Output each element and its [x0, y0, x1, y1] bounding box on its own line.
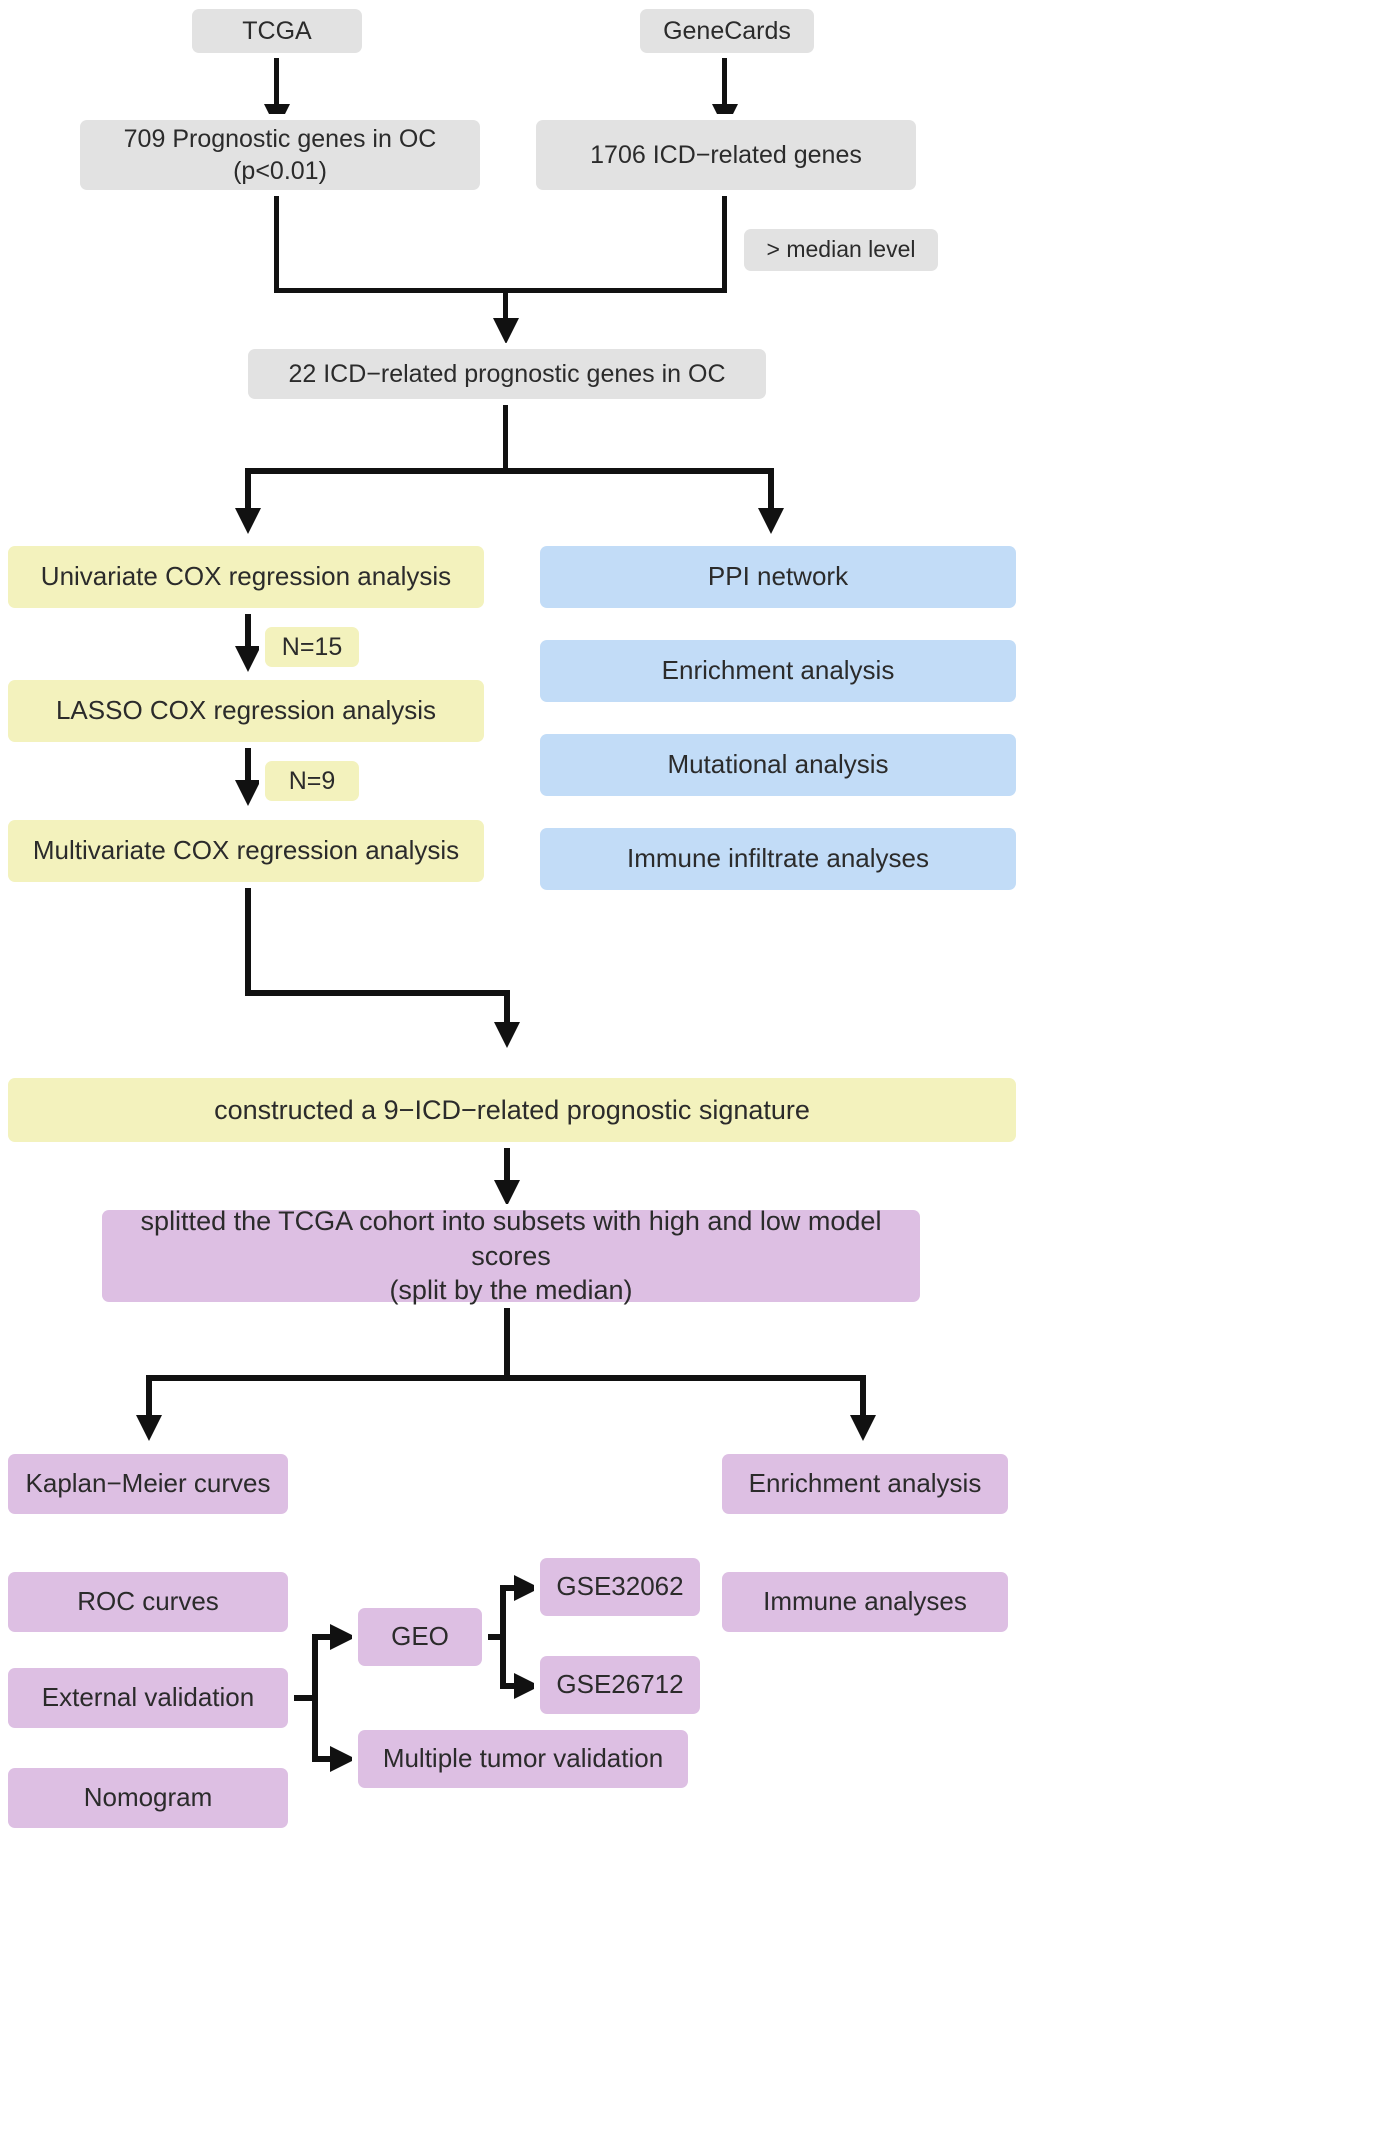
connector-line — [722, 190, 727, 292]
connector-line — [274, 190, 279, 292]
node-enrichment-analysis-top[interactable]: Enrichment analysis — [540, 640, 1016, 702]
node-geo[interactable]: GEO — [358, 1608, 482, 1666]
connector-line — [504, 990, 510, 1030]
connector-line — [245, 742, 251, 794]
node-ppi-network[interactable]: PPI network — [540, 546, 1016, 608]
connector-arrow — [235, 508, 261, 534]
node-immune-infiltrate-analyses[interactable]: Immune infiltrate analyses — [540, 828, 1016, 890]
node-median-level[interactable]: > median level — [744, 229, 938, 271]
connector-line — [245, 882, 251, 996]
node-split-cohort[interactable]: splitted the TCGA cohort into subsets wi… — [102, 1206, 920, 1305]
connector-line — [245, 608, 251, 660]
connector-arrow — [330, 1746, 356, 1772]
connector-line — [146, 1375, 152, 1423]
connector-line — [482, 1634, 504, 1640]
connector-line — [504, 1302, 510, 1380]
connector-line — [146, 1375, 866, 1381]
node-genecards[interactable]: GeneCards — [640, 9, 814, 53]
node-kaplan-meier-curves[interactable]: Kaplan−Meier curves — [8, 1454, 288, 1514]
node-immune-analyses[interactable]: Immune analyses — [722, 1572, 1008, 1632]
node-nomogram[interactable]: Nomogram — [8, 1768, 288, 1828]
connector-line — [768, 468, 774, 516]
connector-line — [504, 1142, 510, 1188]
node-tcga[interactable]: TCGA — [192, 9, 362, 53]
connector-arrow — [136, 1415, 162, 1441]
connector-line — [312, 1634, 340, 1640]
connector-line — [288, 1695, 316, 1701]
connector-line — [500, 1683, 522, 1689]
connector-arrow — [493, 318, 519, 344]
connector-arrow — [235, 646, 261, 672]
connector-arrow — [850, 1415, 876, 1441]
node-external-validation[interactable]: External validation — [8, 1668, 288, 1728]
connector-arrow — [494, 1180, 520, 1206]
connector-line — [274, 288, 727, 293]
connector-line — [860, 1375, 866, 1423]
node-multiple-tumor-validation[interactable]: Multiple tumor validation — [358, 1730, 688, 1788]
connector-arrow — [494, 1022, 520, 1048]
connector-line — [312, 1756, 340, 1762]
node-gse32062[interactable]: GSE32062 — [540, 1558, 700, 1616]
node-enrichment-analysis-bottom[interactable]: Enrichment analysis — [722, 1454, 1008, 1514]
node-icd-prognostic-genes[interactable]: 22 ICD−related prognostic genes in OC — [248, 349, 766, 399]
connector-line — [274, 53, 279, 109]
connector-arrow — [758, 508, 784, 534]
connector-line — [500, 1585, 506, 1689]
connector-line — [500, 1585, 522, 1591]
connector-arrow — [330, 1624, 356, 1650]
node-lasso-cox[interactable]: LASSO COX regression analysis — [8, 680, 484, 742]
node-n15-label[interactable]: N=15 — [265, 627, 359, 667]
node-icd-genes[interactable]: 1706 ICD−related genes — [536, 120, 916, 190]
connector-line — [722, 53, 727, 109]
connector-line — [503, 399, 508, 473]
node-roc-curves[interactable]: ROC curves — [8, 1572, 288, 1632]
connector-line — [245, 468, 774, 474]
connector-line — [245, 990, 510, 996]
node-multivariate-cox[interactable]: Multivariate COX regression analysis — [8, 820, 484, 882]
connector-line — [312, 1634, 318, 1762]
connector-line — [503, 288, 508, 322]
node-prognostic-genes[interactable]: 709 Prognostic genes in OC (p<0.01) — [80, 120, 480, 190]
node-n9-label[interactable]: N=9 — [265, 761, 359, 801]
node-prognostic-signature[interactable]: constructed a 9−ICD−related prognostic s… — [8, 1078, 1016, 1142]
node-univariate-cox[interactable]: Univariate COX regression analysis — [8, 546, 484, 608]
node-mutational-analysis[interactable]: Mutational analysis — [540, 734, 1016, 796]
connector-arrow — [235, 780, 261, 806]
node-gse26712[interactable]: GSE26712 — [540, 1656, 700, 1714]
connector-line — [245, 468, 251, 516]
